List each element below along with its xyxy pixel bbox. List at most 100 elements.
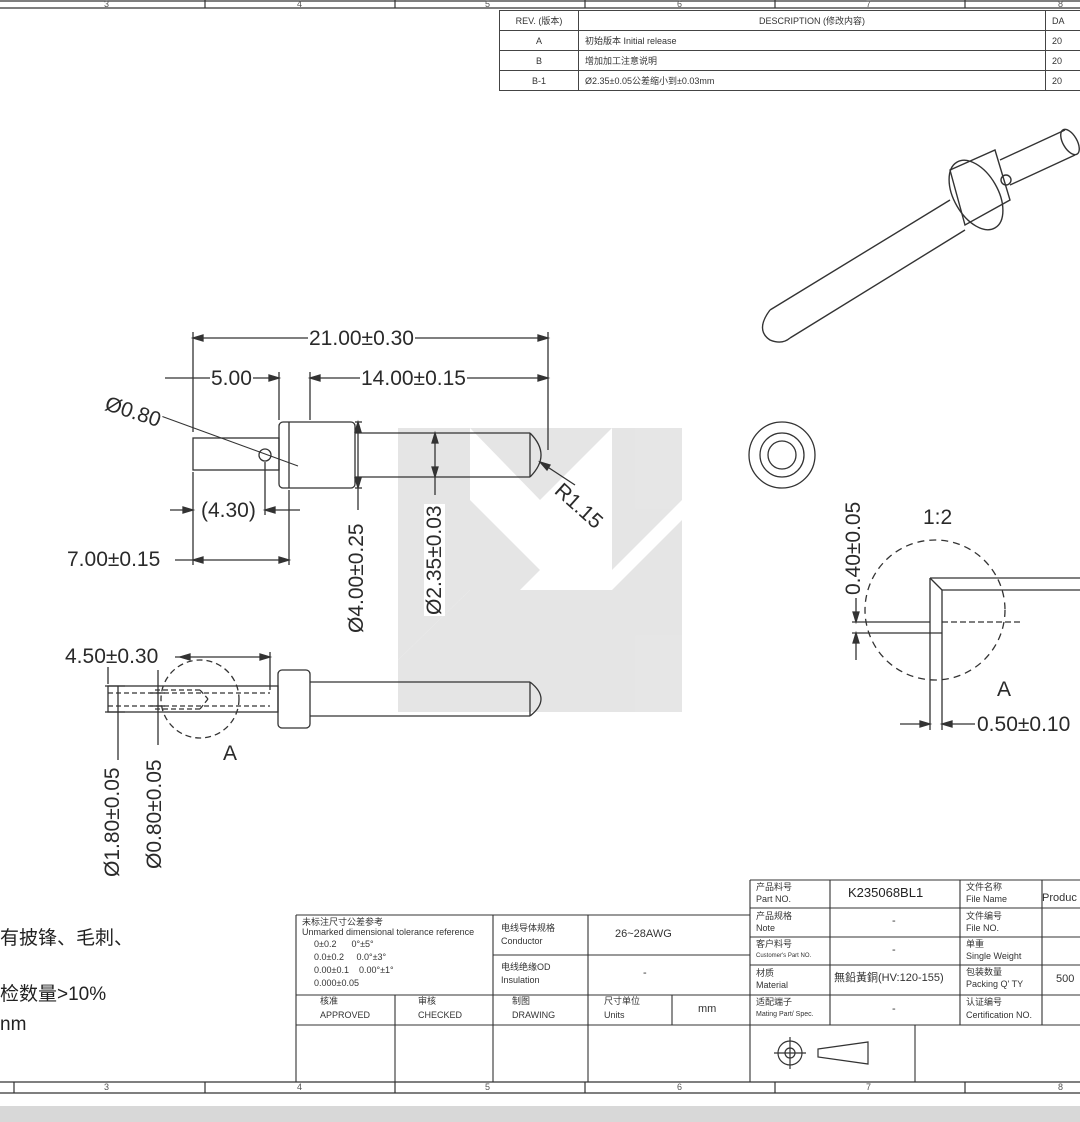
zone-label: 6: [677, 1082, 683, 1092]
zone-label: 4: [297, 1082, 303, 1092]
revision-header-row: REV. (版本) DESCRIPTION (修改内容) DA: [499, 10, 1080, 31]
detail-label: A: [996, 678, 1013, 701]
description-header: DESCRIPTION (修改内容): [578, 10, 1046, 31]
dim-collar-dia: Ø4.00±0.25: [345, 522, 368, 634]
description-cell: Ø2.35±0.05公差缩小到±0.03mm: [578, 70, 1046, 91]
weight-en: Single Weight: [966, 951, 1022, 961]
table-row: B 增加加工注意说明 20: [499, 50, 1080, 71]
dim-collar-position: 7.00±0.15: [66, 548, 162, 571]
checked-en: CHECKED: [418, 1010, 463, 1020]
dim-pin-length: 14.00±0.15: [360, 367, 467, 390]
weight-cn: 单重: [966, 939, 985, 949]
table-row: A 初始版本 Initial release 20: [499, 30, 1080, 51]
part-no-en: Part NO.: [756, 894, 792, 904]
cert-en: Certification NO.: [966, 1010, 1033, 1020]
tolerance-line: 0.00±0.1 0.00°±1°: [314, 965, 394, 975]
tolerance-line: 0.0±0.2 0.0°±3°: [314, 952, 387, 962]
tolerance-line: 0±0.2 0°±5°: [314, 939, 374, 949]
zone-label: 5: [485, 1082, 491, 1092]
section-view: [105, 652, 542, 760]
insulation-label-en: Insulation: [501, 975, 540, 985]
dim-bore-outer-dia: Ø1.80±0.05: [101, 766, 124, 878]
zone-label: 5: [485, 0, 491, 9]
packing-en: Packing Q' TY: [966, 979, 1024, 989]
part-no-value: K235068BL1: [848, 885, 924, 900]
mating-en: Mating Part/ Spec.: [756, 1011, 814, 1018]
dim-detail-chamfer: 0.40±0.05: [842, 500, 865, 596]
date-header: DA: [1045, 10, 1080, 31]
customer-part-value: -: [892, 944, 896, 956]
dim-head-length: 5.00: [210, 367, 253, 390]
note-label-en: Note: [756, 923, 776, 933]
description-cell: 初始版本 Initial release: [578, 30, 1046, 51]
insulation-value: -: [643, 967, 647, 979]
zone-label: 7: [866, 1082, 872, 1092]
bottom-scrollbar-area: [0, 1106, 1080, 1122]
mating-cn: 适配端子: [756, 997, 793, 1007]
material-value: 無鉛黃銅(HV:120-155): [834, 972, 944, 984]
zone-label: 3: [104, 1082, 110, 1092]
file-name-value: Produc: [1042, 892, 1077, 904]
units-en: Units: [604, 1010, 625, 1020]
customer-part-en: Customer's Part NO.: [756, 953, 812, 959]
end-view: [748, 421, 816, 489]
material-cn: 材质: [756, 968, 775, 978]
description-cell: 增加加工注意说明: [578, 50, 1046, 71]
units-value: mm: [698, 1003, 717, 1015]
customer-part-cn: 客户料号: [756, 939, 793, 949]
dim-overall-length: 21.00±0.30: [308, 327, 415, 350]
dim-pin-dia: Ø2.35±0.03: [423, 504, 446, 616]
drawing-en: DRAWING: [512, 1010, 556, 1020]
zone-label: 8: [1058, 0, 1064, 9]
detail-view-a: [852, 539, 1080, 730]
file-name-en: File Name: [966, 894, 1008, 904]
dim-bore-inner-dia: Ø0.80±0.05: [143, 758, 166, 870]
units-cn: 尺寸单位: [604, 996, 641, 1006]
date-cell: 20: [1045, 50, 1080, 71]
file-no-cn: 文件编号: [966, 911, 1003, 921]
table-row: B-1 Ø2.35±0.05公差缩小到±0.03mm 20: [499, 70, 1080, 91]
zone-label: 3: [104, 0, 110, 9]
section-label: A: [222, 742, 239, 765]
revision-table: REV. (版本) DESCRIPTION (修改内容) DA A 初始版本 I…: [499, 10, 1080, 91]
dim-hole-position: (4.30): [200, 499, 257, 522]
dim-bore-depth: 4.50±0.30: [64, 645, 160, 668]
title-block-grid: [295, 879, 1080, 1082]
dim-detail-step: 0.50±0.10: [976, 713, 1072, 736]
material-en: Material: [756, 980, 789, 990]
drawing-cn: 制图: [512, 996, 531, 1006]
date-cell: 20: [1045, 70, 1080, 91]
detail-scale: 1:2: [922, 506, 954, 529]
note-line: nm: [0, 1014, 27, 1035]
insulation-label-cn: 电线绝缘OD: [501, 962, 551, 972]
tolerance-line: 0.000±0.05: [314, 978, 359, 988]
projection-symbol: [774, 1037, 869, 1069]
conductor-value: 26~28AWG: [615, 928, 672, 940]
conductor-label-en: Conductor: [501, 936, 543, 946]
rev-cell: B: [499, 50, 579, 71]
approved-cn: 核准: [320, 996, 339, 1006]
packing-cn: 包装数量: [966, 967, 1003, 977]
approved-en: APPROVED: [320, 1010, 371, 1020]
checked-cn: 审核: [418, 996, 437, 1006]
zone-label: 8: [1058, 1082, 1064, 1092]
packing-value: 500: [1056, 973, 1075, 985]
conductor-label-cn: 电线导体规格: [501, 923, 556, 933]
rev-header: REV. (版本): [499, 10, 579, 31]
mating-value: -: [892, 1003, 896, 1015]
note-line: 检数量>10%: [0, 984, 107, 1005]
file-no-en: File NO.: [966, 923, 1000, 933]
zone-label: 6: [677, 0, 683, 9]
note-line: 有披锋、毛刺、: [0, 928, 134, 949]
cert-cn: 认证编号: [966, 997, 1003, 1007]
zone-label: 7: [866, 0, 872, 9]
tolerance-title-en: Unmarked dimensional tolerance reference: [302, 927, 475, 937]
isometric-view: [761, 128, 1080, 343]
zone-label: 4: [297, 0, 303, 9]
tolerance-title-cn: 未标注尺寸公差参考: [302, 917, 384, 927]
rev-cell: B-1: [499, 70, 579, 91]
file-name-cn: 文件名称: [966, 882, 1003, 892]
note-value: -: [892, 915, 896, 927]
rev-cell: A: [499, 30, 579, 51]
